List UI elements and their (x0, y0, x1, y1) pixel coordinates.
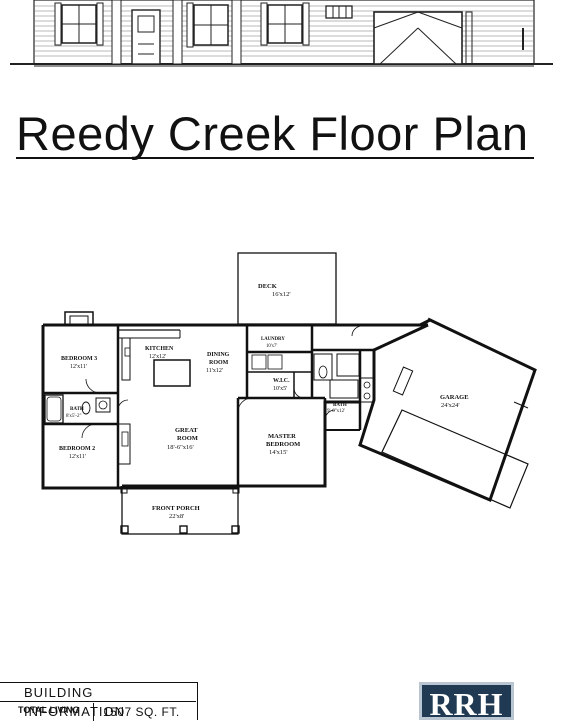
bedroom2-dim: 12'x11' (69, 454, 86, 460)
porch-label: FRONT PORCH (152, 505, 200, 512)
wic-dim: 10'x5' (273, 386, 287, 392)
front-elevation-drawing (10, 0, 553, 67)
front-porch (121, 487, 239, 535)
plan-title: Reedy Creek Floor Plan (16, 107, 529, 160)
garage-door (381, 409, 529, 509)
building-info-heading: BUILDING INFORMATION (0, 683, 196, 719)
bath-label: BATH (70, 407, 84, 412)
master-dim: 14'x15' (269, 449, 288, 456)
great-room-label-1: GREAT (175, 427, 198, 434)
kitchen-label: KITCHEN (145, 346, 174, 352)
dining-label-1: DINING (207, 352, 230, 358)
bedroom3-dim: 12'x11' (70, 364, 87, 370)
garage-dim: 24'x24' (441, 402, 460, 409)
laundry-label: LAUNDRY (261, 337, 285, 342)
deck-label: DECK (258, 283, 277, 290)
great-room-label-2: ROOM (177, 435, 198, 442)
great-room-dim: 18'-6"x16' (167, 444, 194, 451)
company-logo: RRH (419, 682, 514, 720)
bedroom2-label: BEDROOM 2 (59, 446, 95, 452)
master-label-2: BEDROOM (266, 441, 300, 448)
total-living-label: TOTAL LIVING (0, 703, 94, 721)
dining-dim: 11'x12' (206, 368, 223, 374)
dining-label-2: ROOM (209, 360, 229, 366)
garage-walls (358, 317, 537, 503)
floor-plan-drawing: DECK 16'x12' KITCHEN 12'x12' DINING ROOM… (41, 252, 537, 535)
wic-label: W.I.C. (273, 378, 290, 384)
kitchen-dim: 12'x12' (149, 354, 166, 360)
bedroom3-bay (64, 311, 94, 326)
title-underline (16, 157, 534, 159)
deck-outline (237, 252, 337, 325)
deck-dim: 16'x12' (272, 291, 291, 298)
bath-tub (44, 394, 64, 424)
total-living-value: 1507 SQ. FT. (103, 705, 180, 719)
master-bath-label: BATH (333, 403, 347, 408)
porch-dim: 22'x8' (169, 513, 184, 520)
laundry-dim: 10'x7' (266, 344, 277, 349)
bedroom3-label: BEDROOM 3 (61, 356, 97, 362)
kitchen-island (153, 359, 191, 387)
master-bath-dim: 9'-6"x12' (327, 409, 345, 414)
master-label-1: MASTER (268, 433, 296, 440)
bath-dim: 8'x5'-2" (66, 414, 82, 419)
building-info-table: BUILDING INFORMATION TOTAL LIVING 1507 S… (0, 682, 198, 721)
garage-label: GARAGE (440, 394, 469, 401)
